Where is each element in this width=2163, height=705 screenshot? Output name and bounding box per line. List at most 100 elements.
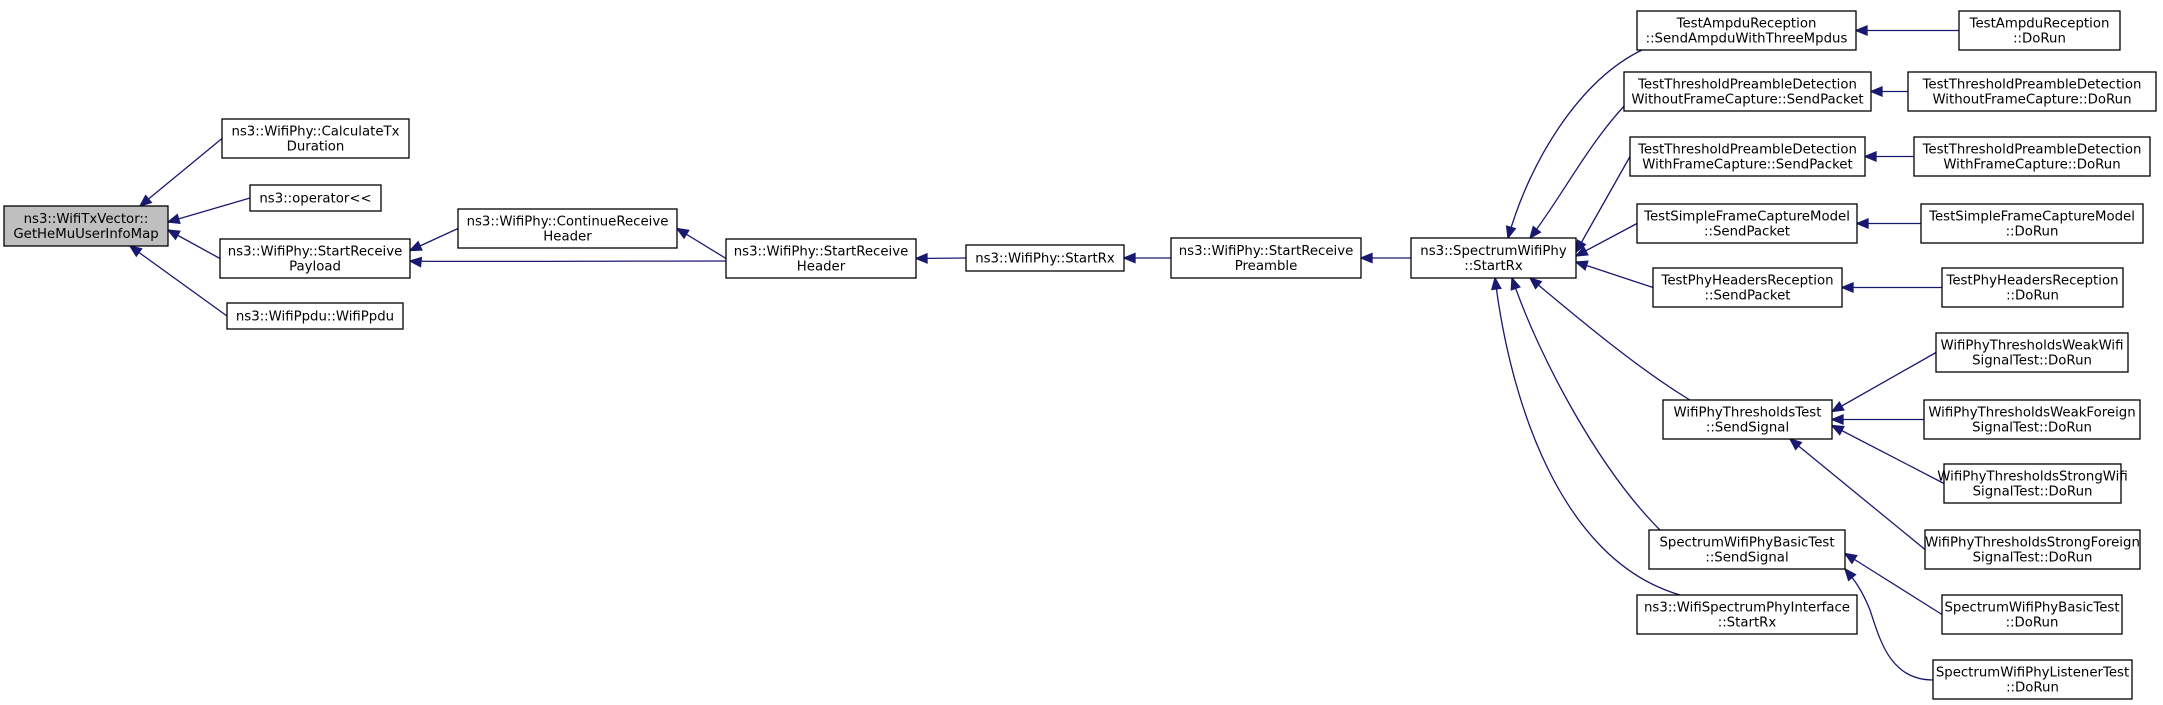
edge-n24-to-n15 (1830, 414, 1924, 425)
edge-arrowhead (408, 256, 423, 268)
edge-arrowhead (1830, 424, 1845, 436)
node-ns3-wifispectrumphyinterface-startrx[interactable]: ns3::WifiSpectrumPhyInterface::StartRx (1636, 594, 1858, 635)
node-box[interactable] (1636, 203, 1858, 244)
node-wifiphythresholdstest-sendsignal[interactable]: WifiPhyThresholdsTest::SendSignal (1662, 399, 1833, 440)
node-box[interactable] (1636, 10, 1857, 51)
node-label-line: SignalTest::DoRun (1973, 551, 2093, 566)
node-spectrumwifiphylistenertest-dorun[interactable]: SpectrumWifiPhyListenerTest::DoRun (1932, 659, 2133, 700)
node-label-line: ns3::SpectrumWifiPhy (1420, 244, 1567, 259)
node-box[interactable] (1170, 237, 1362, 279)
edge-arrowhead (166, 213, 181, 224)
edge-arrowhead (1574, 260, 1589, 271)
node-label-line: SpectrumWifiPhyBasicTest (1944, 601, 2119, 616)
edge-arrowhead (1854, 25, 1868, 36)
node-box[interactable] (1623, 71, 1872, 112)
node-wifiphythresholdsweakforeign-signaltest-dorun[interactable]: WifiPhyThresholdsWeakForeignSignalTest::… (1923, 399, 2141, 440)
edge-n28-to-n16 (1843, 567, 1934, 681)
node-testsimpleframecapturemodel-sendpacket[interactable]: TestSimpleFrameCaptureModel::SendPacket (1636, 203, 1858, 244)
node-box[interactable] (221, 118, 410, 159)
node-label-line: ::DoRun (2006, 681, 2059, 696)
node-box[interactable] (1932, 659, 2133, 700)
edge-arrowhead (1840, 282, 1854, 293)
edge-arrowhead (1122, 252, 1136, 264)
node-box[interactable] (965, 244, 1125, 272)
node-label-line: ::SendAmpduWithThreeMpdus (1646, 32, 1848, 47)
node-spectrumwifiphybasictest-sendsignal[interactable]: SpectrumWifiPhyBasicTest::SendSignal (1648, 529, 1846, 570)
node-ns3-wifippdu-wifippdu[interactable]: ns3::WifiPpdu::WifiPpdu (226, 302, 404, 330)
edge-n22-to-n14 (1840, 282, 1942, 293)
edge-n4-to-n0 (128, 244, 228, 317)
node-box[interactable] (1958, 10, 2121, 51)
node-box[interactable] (1410, 237, 1577, 279)
node-box[interactable] (3, 205, 169, 247)
node-label-line: ns3::WifiSpectrumPhyInterface (1644, 601, 1850, 616)
edge-arrowhead (1528, 276, 1543, 290)
node-box[interactable] (1648, 529, 1846, 570)
node-box[interactable] (1935, 332, 2129, 373)
node-label-line: Preamble (1235, 259, 1298, 274)
edge-n25-to-n15 (1830, 424, 1945, 485)
edge-n14-to-n9 (1574, 260, 1654, 289)
node-label-line: ::StartRx (1718, 616, 1777, 631)
node-spectrumwifiphybasictest-dorun[interactable]: SpectrumWifiPhyBasicTest::DoRun (1941, 594, 2123, 635)
edge-n9-to-n8 (1359, 252, 1411, 264)
edge-n6-to-n3 (408, 256, 727, 268)
edge-arrowhead (138, 194, 153, 208)
edge-n6-to-n5 (675, 227, 727, 260)
node-box[interactable] (1924, 529, 2141, 570)
node-label-line: WifiPhyThresholdsStrongWifi (1937, 470, 2127, 485)
node-box[interactable] (1943, 463, 2122, 504)
node-label-line: WithFrameCapture::SendPacket (1642, 158, 1852, 173)
node-box[interactable] (1907, 71, 2157, 112)
node-label-line: TestSimpleFrameCaptureModel (1643, 210, 1850, 225)
node-box[interactable] (725, 238, 917, 279)
node-label-line: ns3::WifiPhy::ContinueReceive (467, 215, 669, 230)
node-label-line: WifiPhyThresholdsStrongForeign (1925, 536, 2140, 551)
node-box[interactable] (1941, 594, 2123, 635)
node-box[interactable] (1629, 136, 1866, 177)
node-box[interactable] (1652, 267, 1843, 308)
node-box[interactable] (249, 184, 382, 212)
node-testampdureception-dorun[interactable]: TestAmpduReception::DoRun (1958, 10, 2121, 51)
edge-n5-to-n3 (408, 227, 459, 252)
node-label-line: TestPhyHeadersReception (1945, 274, 2118, 289)
node-testthresholdpreambledetection-withoutframecapture-sendpacket[interactable]: TestThresholdPreambleDetectionWithoutFra… (1623, 71, 1872, 112)
node-ns3-spectrumwifiphy-startrx[interactable]: ns3::SpectrumWifiPhy::StartRx (1410, 237, 1577, 279)
node-wifiphythresholdsweakwifi-signaltest-dorun[interactable]: WifiPhyThresholdsWeakWifiSignalTest::DoR… (1935, 332, 2129, 373)
edge-n17-to-n9 (1490, 276, 1681, 596)
edge-n21-to-n13 (1855, 218, 1921, 229)
node-box[interactable] (1920, 203, 2144, 244)
node-ns3-wifiphy-startrx[interactable]: ns3::WifiPhy::StartRx (965, 244, 1125, 272)
node-box[interactable] (1941, 267, 2124, 308)
node-label-line: WifiPhyThresholdsWeakForeign (1928, 406, 2135, 421)
node-wifiphythresholdsstrongwifi-signaltest-dorun[interactable]: WifiPhyThresholdsStrongWifiSignalTest::D… (1937, 463, 2128, 504)
node-testthresholdpreambledetection-withoutframecapture-dorun[interactable]: TestThresholdPreambleDetectionWithoutFra… (1907, 71, 2157, 112)
node-label-line: SignalTest::DoRun (1972, 354, 2092, 369)
node-label-line: TestPhyHeadersReception (1660, 274, 1833, 289)
edge-arrowhead (1863, 151, 1877, 162)
node-testthresholdpreambledetection-withframecapture-sendpacket[interactable]: TestThresholdPreambleDetectionWithFrameC… (1629, 136, 1866, 177)
node-label-line: SpectrumWifiPhyBasicTest (1659, 536, 1834, 551)
node-box[interactable] (1913, 136, 2151, 177)
node-label-line: WifiPhyThresholdsWeakWifi (1940, 339, 2123, 354)
node-testthresholdpreambledetection-withframecapture-dorun[interactable]: TestThresholdPreambleDetectionWithFrameC… (1913, 136, 2151, 177)
node-testsimpleframecapturemodel-dorun[interactable]: TestSimpleFrameCaptureModel::DoRun (1920, 203, 2144, 244)
node-box[interactable] (1662, 399, 1833, 440)
node-ns3-wifitxvector-gethemuuserinfomap[interactable]: ns3::WifiTxVector::GetHeMuUserInfoMap (3, 205, 169, 247)
node-testphyheadersreception-sendpacket[interactable]: TestPhyHeadersReception::SendPacket (1652, 267, 1843, 308)
node-testampdureception-sendampduwiththreempdus[interactable]: TestAmpduReception::SendAmpduWithThreeMp… (1636, 10, 1857, 51)
node-box[interactable] (226, 302, 404, 330)
node-box[interactable] (457, 208, 678, 249)
node-testphyheadersreception-dorun[interactable]: TestPhyHeadersReception::DoRun (1941, 267, 2124, 308)
node-box[interactable] (1636, 594, 1858, 635)
node-ns3-operator[interactable]: ns3::operator<< (249, 184, 382, 212)
node-box[interactable] (1923, 399, 2141, 440)
node-wifiphythresholdsstrongforeign-signaltest-dorun[interactable]: WifiPhyThresholdsStrongForeignSignalTest… (1924, 529, 2141, 570)
edge-arrowhead (1505, 225, 1517, 240)
node-box[interactable] (219, 238, 411, 279)
